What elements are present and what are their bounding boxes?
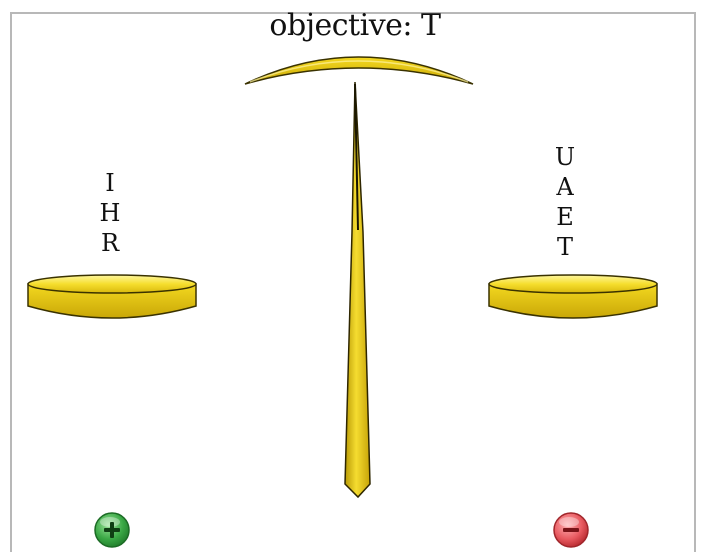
right-pan-letters: U A E T [545, 142, 585, 262]
right-letter: T [556, 233, 573, 261]
add-button[interactable] [93, 511, 131, 549]
left-pan-letters: I H R [90, 168, 130, 258]
plus-circle-icon [94, 512, 130, 548]
objective-label: objective: T [269, 8, 441, 43]
right-letter: E [556, 203, 574, 231]
right-pan [488, 274, 658, 319]
right-letter: U [554, 143, 576, 171]
needle [344, 81, 371, 499]
left-letter: R [100, 229, 120, 257]
right-letter: A [556, 173, 574, 201]
left-pan [27, 274, 197, 319]
left-letter: I [105, 169, 115, 197]
minus-circle-icon [553, 512, 589, 548]
remove-button[interactable] [552, 511, 590, 549]
left-letter: H [99, 199, 121, 227]
top-arc [244, 56, 474, 85]
